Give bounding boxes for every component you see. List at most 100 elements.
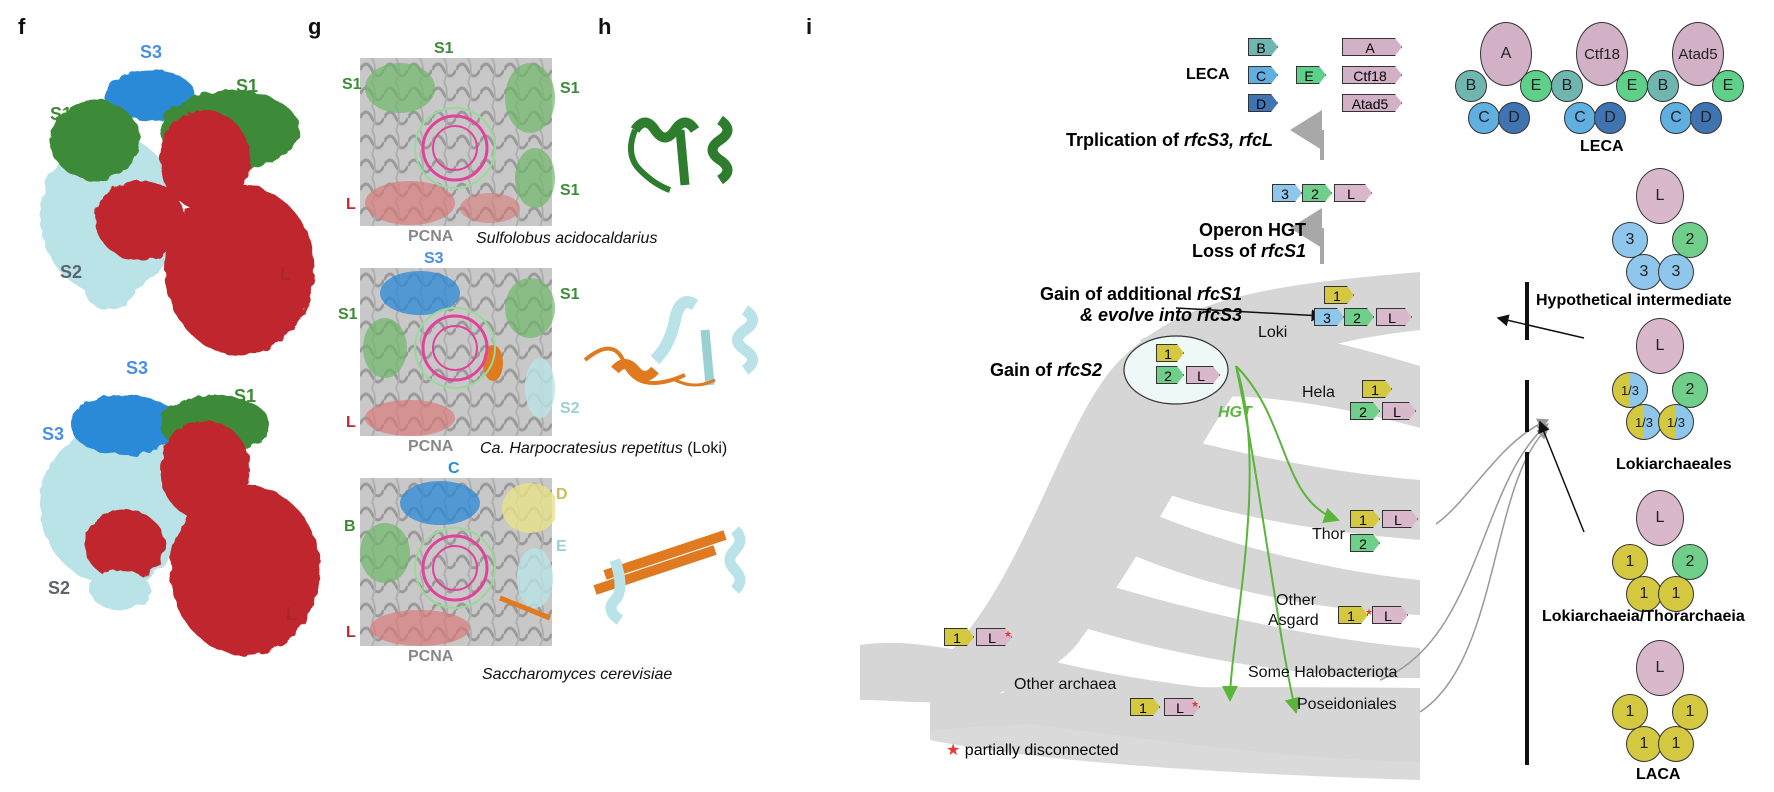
gene-loki-3: 3 [1314,308,1344,326]
g-structure-saccharomyces [360,478,555,646]
gene-hela-l: L [1382,402,1416,420]
g1-label-l: L [346,196,356,213]
leca-complex-2-e: E [1712,70,1744,102]
gene-operon-3: 3 [1272,184,1302,202]
i-gain-rfcs2: Gain of rfcS2 [990,360,1102,381]
g3-label-l: L [346,624,356,641]
g1-label-s1-top: S1 [434,40,454,57]
gene-leca-e: E [1296,66,1326,84]
g2-label-l: L [346,414,356,431]
gene-leca-c: C [1248,66,1278,84]
gene-loki-l: L [1376,308,1412,326]
h-domain-sulfolobus [628,115,733,193]
leca-complex-0-e: E [1520,70,1552,102]
g1-label-s1-left: S1 [342,76,362,93]
arrow-to-loki-operon [1175,307,1324,322]
complex-hypothetical-s4: 3 [1658,254,1694,290]
i-triplication-text: Trplication of rfcS3, rfcL [1066,130,1273,151]
gene-loki-1: 1 [1324,286,1354,304]
i-gain-rfcs2-gene: rfcS2 [1057,360,1103,380]
g3-label-pcna: PCNA [408,648,454,665]
i-operon-line1: Operon HGT [1199,220,1306,240]
disconnected-star-icon: ★ [1004,629,1013,639]
gene-thor-2: 2 [1350,534,1380,552]
gene-leca-ctf18: Ctf18 [1342,66,1402,84]
gene-hela-1: 1 [1362,380,1392,398]
i-taxon-halobacteriota: Some Halobacteriota [1248,664,1398,681]
i-triplication-genes: rfcS3, rfcL [1184,130,1274,150]
complex-lokiarchaeales-label: Lokiarchaeales [1616,456,1732,473]
h-domain-saccharomyces [593,526,746,625]
f-top-label-s1-right: S1 [236,76,259,96]
g1-label-s1-right: S1 [560,80,580,97]
complex-lokiarchaeales-s3: 1/3 [1626,404,1662,440]
g3-caption: Saccharomyces cerevisiae [482,666,673,683]
i-triplication-prefix: Trplication of [1066,130,1185,150]
i-taxon-thor: Thor [1312,526,1345,543]
g2-label-s2: S2 [560,400,580,417]
i-operon-line2-gene: rfcS1 [1260,241,1306,261]
complex-lokithor-s2: 2 [1672,544,1708,580]
g3-label-e: E [556,538,567,555]
i-taxon-hela: Hela [1302,384,1335,401]
complex-laca-s4: 1 [1658,726,1694,762]
gene-leca-a: A [1342,38,1402,56]
leca-complex-2-c: C [1660,102,1692,134]
clamp-loader-surface-top [40,70,315,355]
star-icon: ★ [946,742,961,759]
complex-lokithor-s3: 1 [1626,576,1662,612]
g1-label-pcna: PCNA [408,228,454,245]
g2-caption-suffix: (Loki) [682,440,728,457]
complex-hypothetical-large: L [1636,168,1684,224]
i-operon-line2: Loss of rfcS1 [1186,241,1306,262]
complex-lokiarchaeales-s1: 1/3 [1612,372,1648,408]
clamp-loader-surface-bottom [40,395,320,655]
i-gain-rfcs2-prefix: Gain of [990,360,1057,380]
complex-laca-large: L [1636,640,1684,696]
arrow-to-lokiarchaeales [1538,420,1585,533]
panel-label-i: i [806,14,813,39]
f-bottom-label-l: L [286,604,297,624]
disconnected-star-icon: ★ [1365,607,1374,617]
complex-hypothetical-s1: 3 [1612,222,1648,258]
leca-complex-0-b: B [1455,70,1487,102]
complex-hypothetical-label: Hypothetical intermediate [1536,292,1732,309]
gene-leca-d: D [1248,94,1278,112]
gene-root-l: L [976,628,1012,646]
i-operon-hgt: Operon HGT Loss of rfcS1 [1186,220,1306,262]
g3-label-c: C [448,460,460,477]
panel-f-surface-structures [40,70,320,655]
g1-label-s1-lower: S1 [560,182,580,199]
panel-label-f: f [18,14,26,39]
i-taxon-poseidoniales: Poseidoniales [1297,696,1397,713]
f-top-label-s3: S3 [140,42,163,62]
leca-complex-2-d: D [1690,102,1722,134]
f-bottom-label-s1: S1 [234,386,257,406]
g2-caption-species: Ca. Harpocratesius repetitus [480,440,683,457]
i-gain-additional: Gain of additional rfcS1 & evolve into r… [1002,284,1242,326]
i-taxon-other-2: Asgard [1268,612,1319,629]
complex-hypothetical-s3: 3 [1626,254,1662,290]
gene-leca-atad5: Atad5 [1342,94,1402,112]
i-legend: ★ partially disconnected [946,740,1119,760]
leca-complex-0-c: C [1468,102,1500,134]
panel-label-g: g [308,14,322,39]
panel-h-domain-cartoons [583,115,758,625]
gene-loki-2: 2 [1344,308,1374,326]
disconnected-star-icon: ★ [1191,699,1200,709]
i-legend-text: partially disconnected [964,742,1119,759]
leca-complex-1-d: D [1594,102,1626,134]
g2-label-s3: S3 [424,250,444,267]
leca-complex-1-c: C [1564,102,1596,134]
gene-other-l: L [1164,698,1200,716]
gene-operon-l: L [1334,184,1372,202]
f-top-label-l: L [280,264,291,284]
i-taxon-loki: Loki [1258,324,1288,341]
i-gain-add-prefix: Gain of additional [1039,284,1197,304]
g2-label-s1-right: S1 [560,286,580,303]
leca-complex-1-b: B [1551,70,1583,102]
gene-leca-b: B [1248,38,1278,56]
f-top-label-s1-left: S1 [50,104,73,124]
complex-laca-label: LACA [1636,766,1681,783]
g1-caption: Sulfolobus acidocaldarius [476,230,658,247]
